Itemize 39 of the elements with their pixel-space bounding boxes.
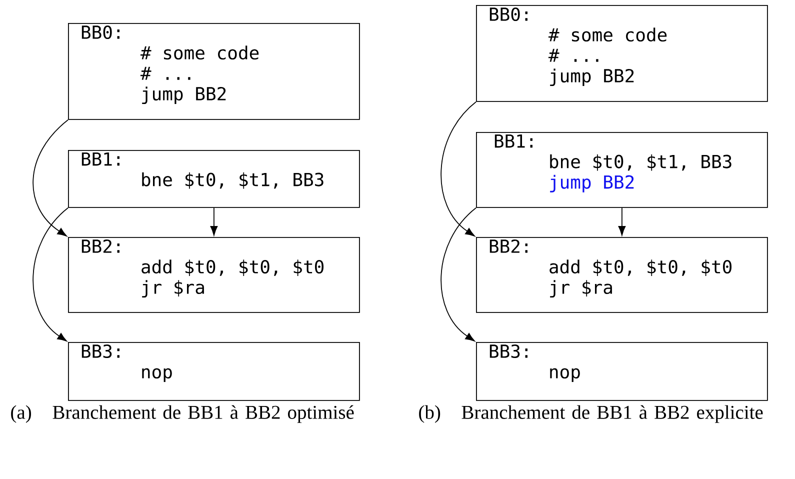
code-block [476, 5, 768, 102]
arrow [210, 207, 218, 236]
code-line: jump BB2 [142, 86, 226, 104]
arrow [440, 207, 476, 342]
code-line: add $t0, $t0, $t0 [142, 260, 324, 276]
code-line: bne $t0, $t1, BB3 [142, 172, 324, 189]
code-block [68, 342, 360, 401]
subfigure-label: (b) [419, 405, 440, 423]
arrow [440, 101, 476, 236]
code-block [476, 132, 768, 208]
code-line: # ... [140, 66, 190, 80]
code-line: BB2: [82, 239, 120, 253]
code-line: BB3: [490, 344, 528, 358]
code-block [476, 342, 768, 401]
code-line: jr $ra [142, 280, 204, 298]
code-line: jump BB2 [550, 174, 634, 192]
code-line: # ... [548, 48, 598, 62]
code-line: # some code [548, 28, 667, 42]
code-block [476, 237, 768, 313]
subfigure-label: (a) [11, 405, 31, 423]
code-block [68, 23, 360, 120]
code-line: BB1: [494, 134, 532, 148]
code-line: BB2: [490, 239, 528, 253]
arrow [32, 207, 68, 342]
code-line: jump BB2 [550, 68, 634, 86]
code-line: add $t0, $t0, $t0 [550, 260, 732, 276]
code-line: bne $t0, $t1, BB3 [550, 154, 732, 171]
code-line: BB3: [82, 344, 120, 358]
code-line: BB0: [490, 7, 528, 22]
code-line: BB1: [82, 152, 120, 166]
code-line: # some code [140, 46, 259, 60]
code-line: BB0: [82, 25, 120, 40]
code-line: nop [550, 368, 580, 382]
code-block [68, 237, 360, 313]
arrow [32, 119, 68, 236]
code-line: jr $ra [550, 280, 612, 298]
code-block [68, 150, 360, 208]
arrow [618, 207, 626, 236]
code-line: nop [142, 368, 172, 382]
